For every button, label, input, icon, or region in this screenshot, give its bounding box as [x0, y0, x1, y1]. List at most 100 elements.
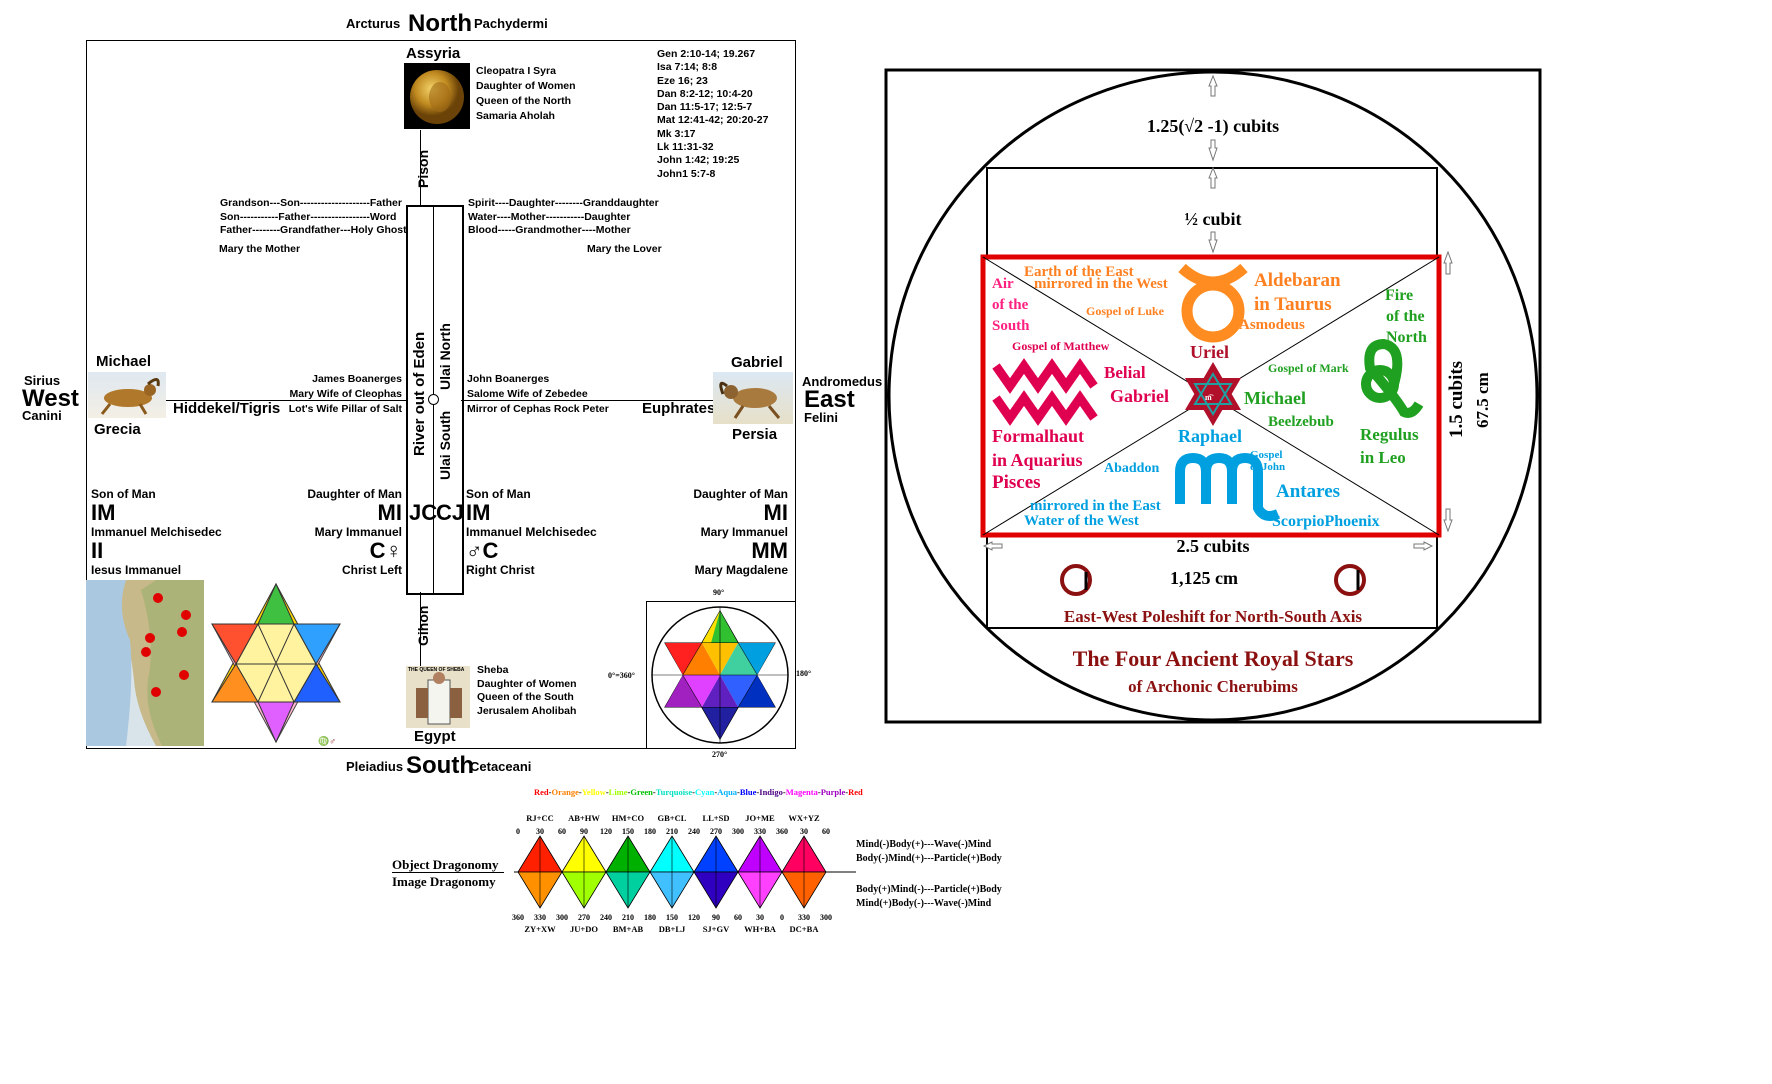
map-image — [86, 580, 204, 746]
top-degree: 270 — [710, 827, 722, 836]
dragonomy-underline — [392, 872, 504, 873]
formalhaut-label-2: in Aquarius — [992, 450, 1083, 470]
east-bottom-label: Felini — [804, 410, 838, 425]
image-dragonomy-label: Image Dragonomy — [392, 874, 496, 889]
bottom-pair: BM+AB — [613, 924, 644, 934]
top-pair: LL+SD — [702, 813, 729, 823]
bottom-degree: 30 — [756, 913, 764, 922]
river-box — [406, 205, 464, 595]
hiddekel-label: Hiddekel/Tigris — [173, 400, 281, 417]
spectrum-word: Green — [630, 787, 653, 797]
water-label-1: mirrored in the East — [1030, 498, 1161, 514]
bottom-pair: ZY+XW — [524, 924, 556, 934]
west-label: West — [22, 385, 79, 412]
bottom-degree: 90 — [712, 913, 720, 922]
bottom-degree: 300 — [556, 913, 568, 922]
ulai-north-label: Ulai North — [437, 323, 453, 390]
half-cubit: ½ cubit — [1184, 209, 1241, 229]
gospel-luke: Gospel of Luke — [1086, 304, 1165, 318]
persia-label: Persia — [732, 426, 778, 443]
top-degree: 360 — [776, 827, 788, 836]
spectrum-word: Aqua — [717, 787, 738, 797]
top-degree: 150 — [622, 827, 634, 836]
formalhaut-label-1: Formalhaut — [992, 426, 1084, 446]
leo-icon — [1361, 338, 1424, 418]
top-degree: 120 — [600, 827, 612, 836]
top-degree: 90 — [580, 827, 588, 836]
earth-label-1: Earth of the East — [1024, 264, 1134, 280]
top-degree: 330 — [754, 827, 766, 836]
bottom-degree: 0 — [780, 913, 784, 922]
asmodeus-label: Asmodeus — [1239, 317, 1305, 333]
west-top-label: Sirius — [24, 373, 61, 388]
bottom-pair: WH+BA — [744, 924, 777, 934]
north-label: North — [408, 10, 472, 37]
water-label-2: Water of the West — [1024, 513, 1139, 529]
quadrant-se2: Daughter of Man MI Mary Immanuel MM Mary… — [693, 487, 788, 577]
euphrates-label: Euphrates — [642, 400, 716, 417]
abaddon-label: Abaddon — [1104, 461, 1159, 476]
top-degree: 0 — [516, 827, 520, 836]
north-right-label: Pachydermi — [474, 16, 548, 31]
bottom-pair: JU+DO — [570, 924, 598, 934]
taurus-icon — [1178, 263, 1248, 343]
left-lineage: Grandson---Son--------------------Father… — [220, 197, 407, 236]
fire-label-1: Fire — [1385, 287, 1413, 304]
east-top-label: Andromedus — [802, 374, 883, 389]
axis-south — [420, 592, 421, 667]
sheba-image: THE QUEEN OF SHEBA — [406, 666, 470, 728]
gospel-matthew: Gospel of Matthew — [1012, 339, 1110, 353]
wheel-right-label: 180° — [796, 669, 812, 678]
eden-label: River out of Eden — [411, 331, 428, 456]
spectrum-words: Red-Orange-Yellow-Lime-Green-Turquoise-C… — [534, 787, 863, 797]
bottom-degree: 330 — [534, 913, 546, 922]
gabriel-label: Gabriel — [731, 354, 783, 371]
spectrum-word: Red — [534, 787, 549, 797]
belial-label: Belial — [1104, 363, 1146, 382]
spectrum-word: Red — [848, 787, 863, 797]
top-degree: 300 — [732, 827, 744, 836]
spectrum-word: Lime — [608, 787, 628, 797]
south-label: South — [406, 752, 474, 779]
bottom-measure: 2.5 cubits — [1176, 536, 1249, 556]
top-degree: 210 — [666, 827, 678, 836]
pison-label: Pison — [415, 149, 431, 188]
star-glyph: m͡ — [1205, 393, 1215, 402]
ram-image — [713, 372, 793, 424]
beelzebub-label: Beelzebub — [1268, 414, 1334, 430]
spectrum-word: Indigo — [759, 787, 783, 797]
bottom-pair: DB+LJ — [659, 924, 686, 934]
north-left-label: Arcturus — [346, 16, 401, 31]
air-label-1: Air — [992, 276, 1014, 292]
goat-image — [88, 372, 166, 418]
aquarius-icon — [992, 358, 1098, 426]
top-pair: WX+YZ — [788, 813, 820, 823]
bottom-degree: 360 — [512, 913, 524, 922]
axis-north — [420, 130, 421, 205]
air-label-3: South — [992, 318, 1030, 334]
top-degree: 30 — [800, 827, 808, 836]
gospel-john-1: Gospel — [1250, 449, 1282, 461]
scorpio-icon — [1175, 452, 1280, 521]
regulus-label-2: in Leo — [1360, 448, 1406, 467]
color-star-image — [211, 582, 341, 744]
earth-label-2: mirrored in the West — [1034, 276, 1168, 292]
top-degree: 60 — [558, 827, 566, 836]
south-left-label: Pleiadius — [346, 759, 404, 774]
south-right-label: Cetaceani — [470, 759, 532, 774]
bottom-cm: 1,125 cm — [1170, 568, 1238, 588]
aldebaran-label-1: Aldebaran — [1254, 270, 1341, 291]
east-label: East — [804, 386, 855, 413]
quadrant-sw1: Son of Man IM Immanuel Melchisedec II Ie… — [91, 487, 222, 577]
bottom-degree: 330 — [798, 913, 810, 922]
spectrum-word: Yellow — [581, 787, 606, 797]
quadrant-se1: Son of Man IM Immanuel Melchisedec ♂C Ri… — [466, 487, 597, 577]
top-measure: 1.25(√2 -1) cubits — [1147, 116, 1279, 137]
